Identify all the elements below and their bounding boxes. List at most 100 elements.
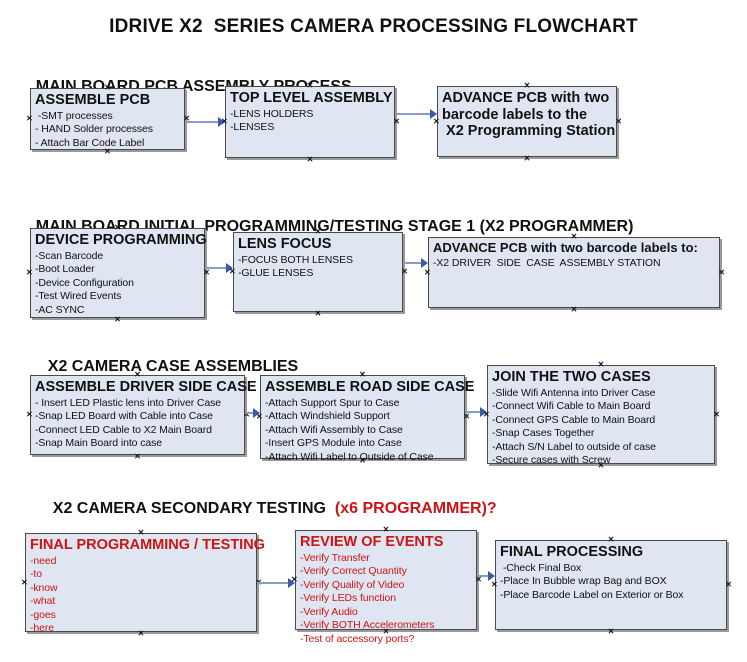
box-title: ADVANCE PCB with two barcode labels to: bbox=[433, 240, 698, 255]
flow-arrow bbox=[205, 263, 233, 273]
box-item: -Attach S/N Label to outside of case bbox=[492, 440, 656, 453]
section-heading-text: X2 CAMERA CASE ASSEMBLIES bbox=[47, 358, 299, 375]
arrow-line bbox=[403, 262, 421, 264]
box-item: -Snap Main Board into case bbox=[35, 437, 162, 450]
box-item: -X2 DRIVER SIDE CASE ASSEMBLY STATION bbox=[433, 256, 661, 269]
box-title: ASSEMBLE ROAD SIDE CASE bbox=[265, 379, 475, 395]
box-title: ASSEMBLE DRIVER SIDE CASE bbox=[35, 379, 257, 395]
connection-handle-icon: ✕ bbox=[607, 627, 615, 636]
arrowhead-icon bbox=[288, 578, 295, 588]
flow-box-assemble-road-side-case: ASSEMBLE ROAD SIDE CASE -Attach Support … bbox=[256, 371, 475, 465]
box-item: -need bbox=[30, 554, 57, 567]
box-item: -Attach Support Spur to Case bbox=[265, 396, 400, 409]
box-item: -Snap Cases Together bbox=[492, 427, 595, 440]
arrow-line bbox=[395, 113, 430, 115]
flow-box-join-the-two-cases: JOIN THE TWO CASES -Slide Wifi Antenna i… bbox=[483, 361, 720, 470]
box-title: DEVICE PROGRAMMING bbox=[35, 232, 207, 248]
connection-handle-icon: ✕ bbox=[21, 577, 28, 587]
box-title: JOIN THE TWO CASES bbox=[492, 369, 651, 385]
connection-handle-icon: ✕ bbox=[718, 267, 725, 277]
box-item: -Connect GPS Cable to Main Board bbox=[492, 413, 656, 426]
box-item: - HAND Solder processes bbox=[35, 123, 153, 136]
connection-handle-icon: ✕ bbox=[114, 315, 121, 324]
box-item: -Attach Wifi Label to Outside of Case bbox=[265, 450, 434, 463]
arrow-line bbox=[257, 582, 288, 584]
connection-handle-icon: ✕ bbox=[306, 155, 314, 164]
connection-handle-icon: ✕ bbox=[607, 535, 615, 544]
box-item: -what bbox=[30, 595, 56, 608]
box-item: -Snap LED Board with Cable into Case bbox=[35, 410, 213, 423]
box-title: ASSEMBLE PCB bbox=[35, 92, 151, 108]
flow-arrow bbox=[395, 109, 437, 119]
flow-box-review-of-events: REVIEW OF EVENTS -Verify Transfer -Verif… bbox=[291, 526, 482, 645]
flow-box-lens-focus: LENS FOCUS -FOCUS BOTH LENSES -GLUE LENS… bbox=[229, 228, 408, 318]
connection-handle-icon: ✕ bbox=[401, 267, 408, 276]
arrowhead-icon bbox=[253, 408, 260, 418]
connection-handle-icon: ✕ bbox=[359, 370, 366, 379]
flow-arrow bbox=[245, 408, 260, 418]
arrow-line bbox=[205, 267, 226, 269]
flow-arrow bbox=[403, 258, 428, 268]
box-title: REVIEW OF EVENTS bbox=[300, 534, 444, 550]
box-item: -Place Barcode Label on Exterior or Box bbox=[500, 588, 684, 601]
flow-arrow bbox=[477, 571, 495, 581]
connection-handle-icon: ✕ bbox=[26, 410, 33, 419]
box-item: -Verify Correct Quantity bbox=[300, 565, 407, 578]
connection-handle-icon: ✕ bbox=[570, 305, 578, 314]
connection-handle-icon: ✕ bbox=[491, 580, 498, 589]
section-heading-red-text: (x6 PROGRAMMER)? bbox=[334, 500, 497, 517]
section-heading-secondary-testing: X2 CAMERA SECONDARY TESTING (x6 PROGRAMM… bbox=[35, 482, 497, 536]
section-heading-text: X2 CAMERA SECONDARY TESTING bbox=[52, 500, 335, 517]
arrowhead-icon bbox=[226, 263, 233, 273]
box-item: -Place In Bubble wrap Bag and BOX bbox=[500, 575, 667, 588]
box-item: - Attach Bar Code Label bbox=[35, 136, 145, 149]
flow-box-assemble-pcb: ASSEMBLE PCB -SMT processes - HAND Solde… bbox=[26, 84, 190, 156]
box-item: -LENS HOLDERS bbox=[230, 107, 314, 120]
connection-handle-icon: ✕ bbox=[314, 309, 322, 318]
arrowhead-icon bbox=[218, 117, 225, 127]
box-item: -FOCUS BOTH LENSES bbox=[238, 253, 353, 266]
box-item: -Verify Audio bbox=[300, 605, 358, 618]
arrowhead-icon bbox=[480, 407, 487, 417]
box-item: -here bbox=[30, 622, 55, 635]
connection-handle-icon: ✕ bbox=[523, 154, 531, 163]
box-item: -Slide Wifi Antenna into Driver Case bbox=[492, 386, 656, 399]
box-item: -Test of accessory ports? bbox=[300, 632, 415, 645]
box-item: -Device Configuration bbox=[35, 276, 134, 289]
box-item: -LENSES bbox=[230, 121, 275, 134]
flow-arrow bbox=[185, 117, 225, 127]
page-title: IDRIVE X2 SERIES CAMERA PROCESSING FLOWC… bbox=[109, 16, 638, 37]
box-item: -SMT processes bbox=[35, 109, 113, 122]
box-title: LENS FOCUS bbox=[238, 236, 332, 252]
section-heading-case-assemblies: X2 CAMERA CASE ASSEMBLIES bbox=[30, 340, 298, 394]
box-item: -Boot Loader bbox=[35, 263, 95, 276]
flow-box-device-programming: DEVICE PROGRAMMING -Scan Barcode -Boot L… bbox=[26, 224, 210, 324]
arrowhead-icon bbox=[430, 109, 437, 119]
box-item: -Verify Quality of Video bbox=[300, 578, 405, 591]
box-item: -Attach Windshield Support bbox=[265, 410, 390, 423]
connection-handle-icon: ✕ bbox=[597, 360, 605, 369]
box-item: -Scan Barcode bbox=[35, 249, 104, 262]
box-item: -to bbox=[30, 568, 42, 581]
box-item: -Insert GPS Module into Case bbox=[265, 437, 402, 450]
arrow-line bbox=[245, 412, 253, 414]
connection-handle-icon: ✕ bbox=[134, 452, 141, 461]
box-item: -know bbox=[30, 581, 58, 594]
connection-handle-icon: ✕ bbox=[523, 81, 531, 90]
box-item: -Verify BOTH Accelerometers bbox=[300, 619, 435, 632]
connection-handle-icon: ✕ bbox=[615, 116, 622, 126]
box-item: -Verify LEDs function bbox=[300, 592, 396, 605]
box-item: -Connect Wifi Cable to Main Board bbox=[492, 400, 651, 413]
connection-handle-icon: ✕ bbox=[424, 267, 431, 277]
box-item: -Check Final Box bbox=[500, 561, 582, 574]
box-item: -AC SYNC bbox=[35, 303, 85, 316]
flow-arrow bbox=[465, 407, 487, 417]
connection-handle-icon: ✕ bbox=[725, 580, 732, 589]
box-item: -GLUE LENSES bbox=[238, 267, 314, 280]
box-item: -Verify Transfer bbox=[300, 551, 370, 564]
box-item: -goes bbox=[30, 608, 56, 621]
flow-box-advance-to-case-assembly: ADVANCE PCB with two barcode labels to: … bbox=[424, 233, 725, 314]
box-title: FINAL PROGRAMMING / TESTING bbox=[30, 537, 265, 553]
flow-box-advance-to-programming-station: ADVANCE PCB with two barcode labels to t… bbox=[433, 82, 622, 163]
